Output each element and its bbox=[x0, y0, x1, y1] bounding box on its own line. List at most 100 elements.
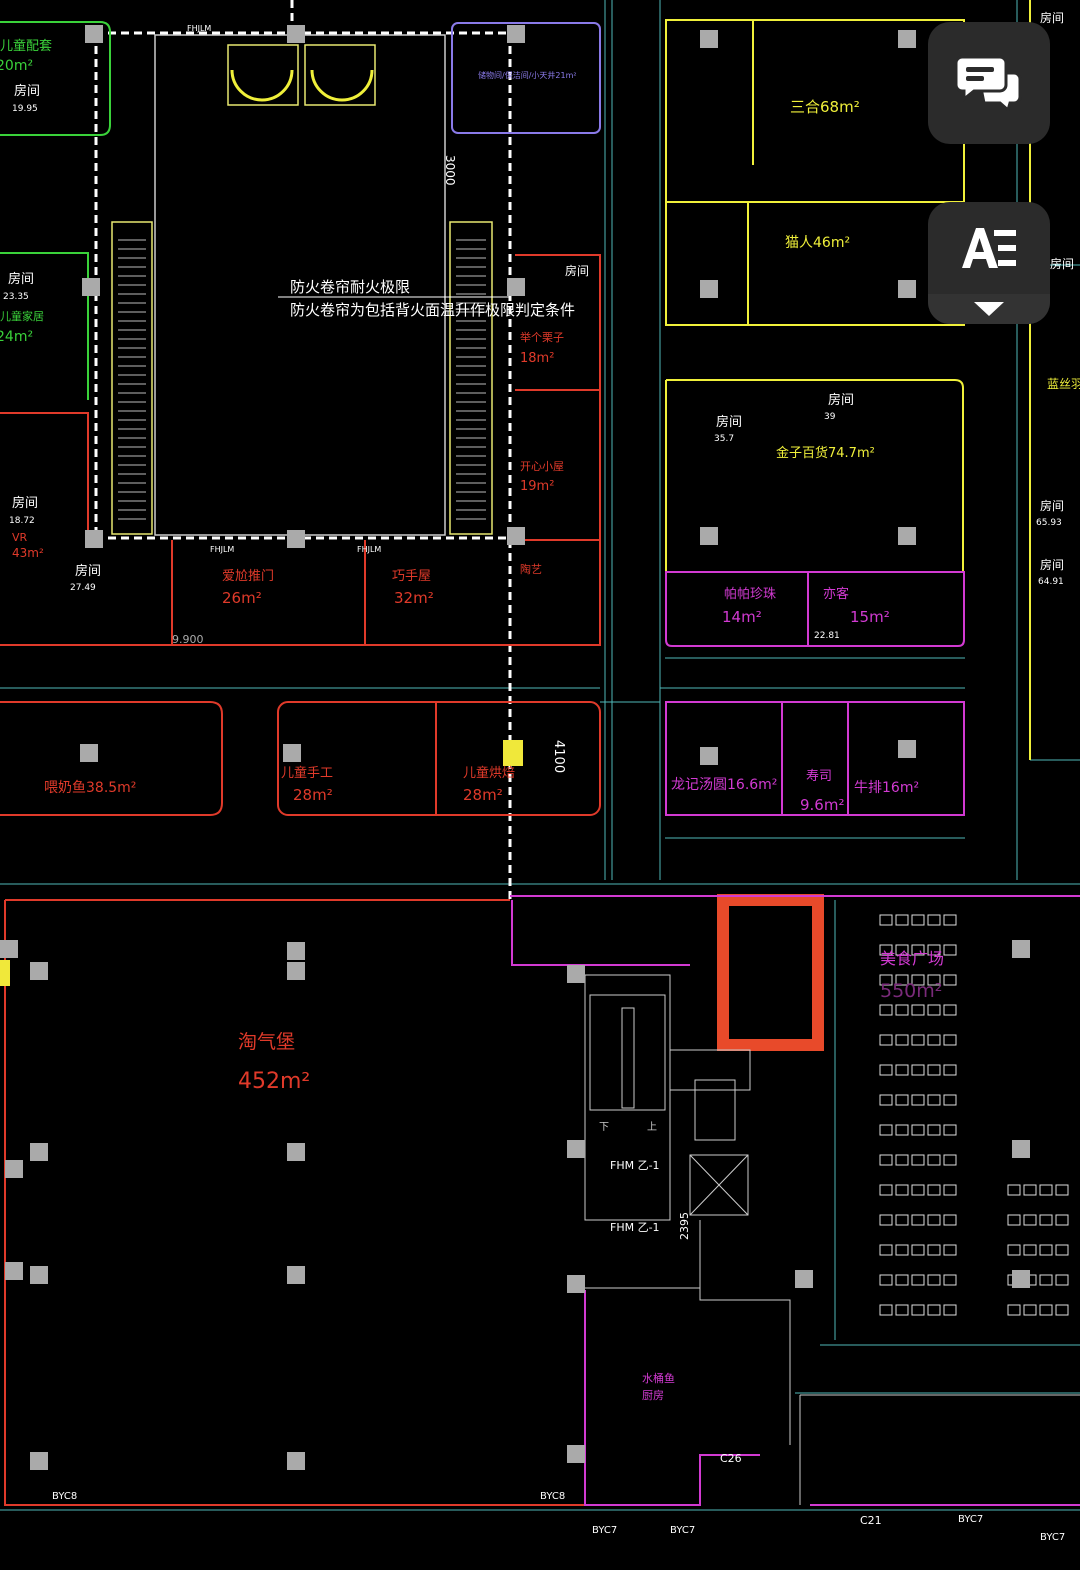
label: 金子百货74.7m² bbox=[776, 445, 875, 461]
table bbox=[879, 1244, 893, 1256]
label: 452m² bbox=[238, 1069, 310, 1094]
label: 猫人46m² bbox=[785, 235, 850, 251]
label: 陶艺 bbox=[520, 562, 542, 576]
column bbox=[287, 1143, 305, 1161]
column bbox=[287, 942, 305, 960]
table bbox=[911, 944, 925, 956]
label: 26m² bbox=[222, 589, 262, 607]
table bbox=[895, 944, 909, 956]
table bbox=[943, 1214, 957, 1226]
column bbox=[700, 280, 718, 298]
table bbox=[1023, 1304, 1037, 1316]
column bbox=[1012, 1140, 1030, 1158]
fire-note: 防火卷帘耐火极限 bbox=[290, 278, 410, 296]
column bbox=[898, 280, 916, 298]
table bbox=[1007, 1214, 1021, 1226]
magenta-shops bbox=[510, 571, 1080, 1506]
column bbox=[30, 1143, 48, 1161]
table bbox=[927, 1244, 941, 1256]
label: BYC7 bbox=[1040, 1532, 1065, 1543]
label: 19m² bbox=[520, 479, 554, 494]
table bbox=[943, 1184, 957, 1196]
table bbox=[895, 1034, 909, 1046]
table bbox=[1055, 1274, 1069, 1286]
table bbox=[927, 1064, 941, 1076]
table bbox=[1039, 1304, 1053, 1316]
label: 43m² bbox=[12, 546, 44, 560]
chat-bubbles-icon bbox=[956, 55, 1022, 111]
column bbox=[1012, 1270, 1030, 1288]
label: 房间 bbox=[12, 495, 38, 511]
label: 爱尬推门 bbox=[222, 569, 274, 584]
label: 储物间/保洁间/小天井21m² bbox=[478, 70, 577, 80]
label: 帕帕珍珠 bbox=[724, 587, 776, 602]
column bbox=[287, 1266, 305, 1284]
label: 房间 bbox=[565, 263, 589, 278]
table bbox=[911, 1214, 925, 1226]
column bbox=[507, 25, 525, 43]
column bbox=[5, 1160, 23, 1178]
comments-button[interactable] bbox=[928, 22, 1050, 144]
table bbox=[895, 1004, 909, 1016]
label: 房间 bbox=[716, 414, 742, 430]
table bbox=[927, 974, 941, 986]
column bbox=[898, 740, 916, 758]
table bbox=[927, 1124, 941, 1136]
table bbox=[895, 1304, 909, 1316]
label: 35.7 bbox=[714, 434, 734, 444]
table bbox=[879, 1184, 893, 1196]
label: 开心小屋 bbox=[520, 460, 564, 473]
label: 房间 bbox=[1040, 557, 1064, 572]
table bbox=[911, 1064, 925, 1076]
text-style-button[interactable] bbox=[928, 202, 1050, 324]
label: 龙记汤圆16.6m² bbox=[671, 777, 777, 793]
table bbox=[895, 1244, 909, 1256]
yellow-column bbox=[0, 960, 10, 986]
table bbox=[943, 1304, 957, 1316]
label: 房间 bbox=[1040, 10, 1064, 25]
table bbox=[1007, 1244, 1021, 1256]
table bbox=[943, 974, 957, 986]
table bbox=[927, 1184, 941, 1196]
dimension: 3000 bbox=[443, 155, 457, 186]
yellow-column bbox=[503, 740, 523, 766]
red-shops bbox=[0, 254, 824, 1506]
label: 550m² bbox=[880, 980, 942, 1002]
label: 27.49 bbox=[70, 583, 96, 593]
label: 蓝丝羽 bbox=[1047, 377, 1080, 391]
table bbox=[895, 1214, 909, 1226]
axis-dashed-lines bbox=[94, 0, 515, 900]
label: 水桶鱼 bbox=[642, 1371, 675, 1385]
column bbox=[287, 25, 305, 43]
label: C21 bbox=[860, 1514, 882, 1527]
column bbox=[898, 527, 916, 545]
table bbox=[879, 1094, 893, 1106]
text-format-icon bbox=[962, 228, 1016, 268]
table bbox=[895, 914, 909, 926]
style-dropdown-toggle[interactable] bbox=[928, 294, 1050, 324]
table bbox=[927, 1154, 941, 1166]
label: 64.91 bbox=[1038, 577, 1064, 587]
column bbox=[700, 527, 718, 545]
table bbox=[911, 1184, 925, 1196]
column bbox=[795, 1270, 813, 1288]
table bbox=[879, 1004, 893, 1016]
column bbox=[5, 1262, 23, 1280]
column bbox=[1012, 940, 1030, 958]
table bbox=[895, 974, 909, 986]
table bbox=[911, 1004, 925, 1016]
label: 儿童手工 bbox=[281, 765, 333, 781]
label: FHJLM bbox=[210, 545, 234, 554]
label: 上 bbox=[647, 1121, 657, 1133]
table bbox=[895, 1184, 909, 1196]
column bbox=[287, 962, 305, 980]
table bbox=[911, 1154, 925, 1166]
table bbox=[911, 1124, 925, 1136]
table bbox=[1055, 1214, 1069, 1226]
label: 三合68m² bbox=[790, 98, 860, 116]
dimension: 4100 bbox=[551, 740, 566, 773]
column bbox=[30, 1266, 48, 1284]
table bbox=[895, 1154, 909, 1166]
table bbox=[927, 914, 941, 926]
